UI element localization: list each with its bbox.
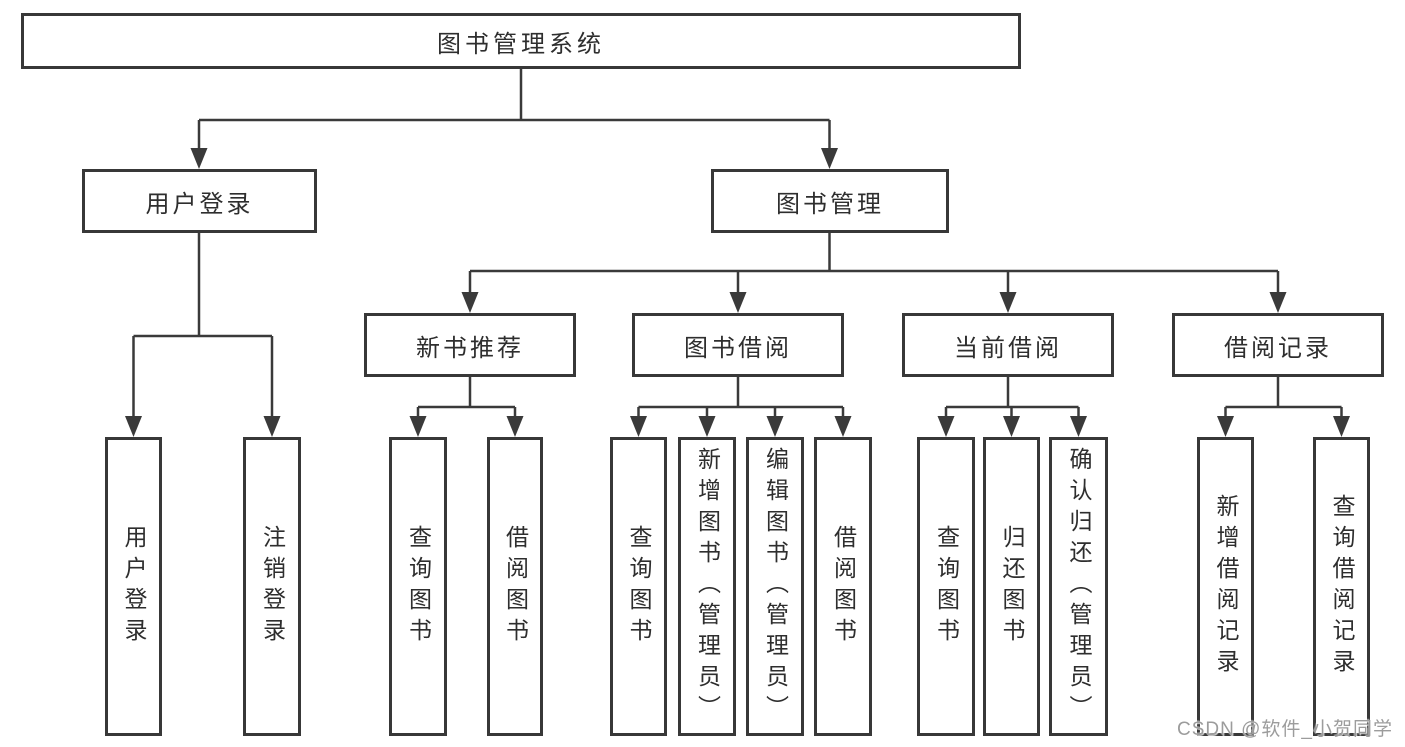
- leaf-label: 归还图书: [999, 524, 1025, 649]
- leaf-add-books-admin: 新增图书（管理员）: [678, 437, 736, 736]
- leaf-label: 注销登录: [259, 524, 286, 649]
- node-label: 图书管理系统: [437, 30, 605, 58]
- leaf-label: 编辑图书（管理员）: [762, 447, 789, 726]
- leaf-query-borrow-record: 查询借阅记录: [1313, 437, 1370, 736]
- node-label: 新书推荐: [416, 334, 524, 362]
- leaf-label: 借阅图书: [830, 524, 857, 649]
- leaf-label: 借阅图书: [502, 524, 529, 649]
- leaf-label: 新增借阅记录: [1213, 493, 1239, 680]
- leaf-label: 确认归还（管理员）: [1066, 447, 1092, 726]
- leaf-label: 查询借阅记录: [1329, 493, 1355, 680]
- leaf-query-books-borrow: 查询图书: [610, 437, 667, 736]
- node-library-management-system: 图书管理系统: [21, 13, 1021, 69]
- node-label: 图书借阅: [684, 334, 792, 362]
- node-label: 借阅记录: [1224, 334, 1332, 362]
- leaf-confirm-return-admin: 确认归还（管理员）: [1049, 437, 1108, 736]
- leaf-label: 新增图书（管理员）: [694, 447, 721, 726]
- node-borrow-records: 借阅记录: [1172, 313, 1384, 377]
- node-book-management: 图书管理: [711, 169, 949, 233]
- leaf-add-borrow-record: 新增借阅记录: [1197, 437, 1254, 736]
- leaf-borrow-books: 借阅图书: [814, 437, 872, 736]
- node-label: 用户登录: [145, 190, 254, 218]
- leaf-borrow-books-recommend: 借阅图书: [487, 437, 543, 736]
- node-current-borrow: 当前借阅: [902, 313, 1114, 377]
- node-book-borrow: 图书借阅: [632, 313, 844, 377]
- leaf-label: 查询图书: [933, 524, 960, 649]
- leaf-logout: 注销登录: [243, 437, 301, 736]
- node-user-login-branch: 用户登录: [82, 169, 317, 233]
- leaf-label: 查询图书: [626, 524, 652, 649]
- csdn-watermark: CSDN @软件_小贺同学: [1177, 719, 1393, 740]
- node-new-book-recommend: 新书推荐: [364, 313, 576, 377]
- leaf-edit-books-admin: 编辑图书（管理员）: [746, 437, 804, 736]
- leaf-query-books-current: 查询图书: [917, 437, 975, 736]
- leaf-label: 用户登录: [121, 524, 147, 649]
- leaf-query-books-recommend: 查询图书: [389, 437, 447, 736]
- node-label: 当前借阅: [954, 334, 1062, 362]
- leaf-user-login: 用户登录: [105, 437, 162, 736]
- node-label: 图书管理: [776, 190, 884, 218]
- leaf-return-books: 归还图书: [983, 437, 1040, 736]
- leaf-label: 查询图书: [405, 524, 432, 649]
